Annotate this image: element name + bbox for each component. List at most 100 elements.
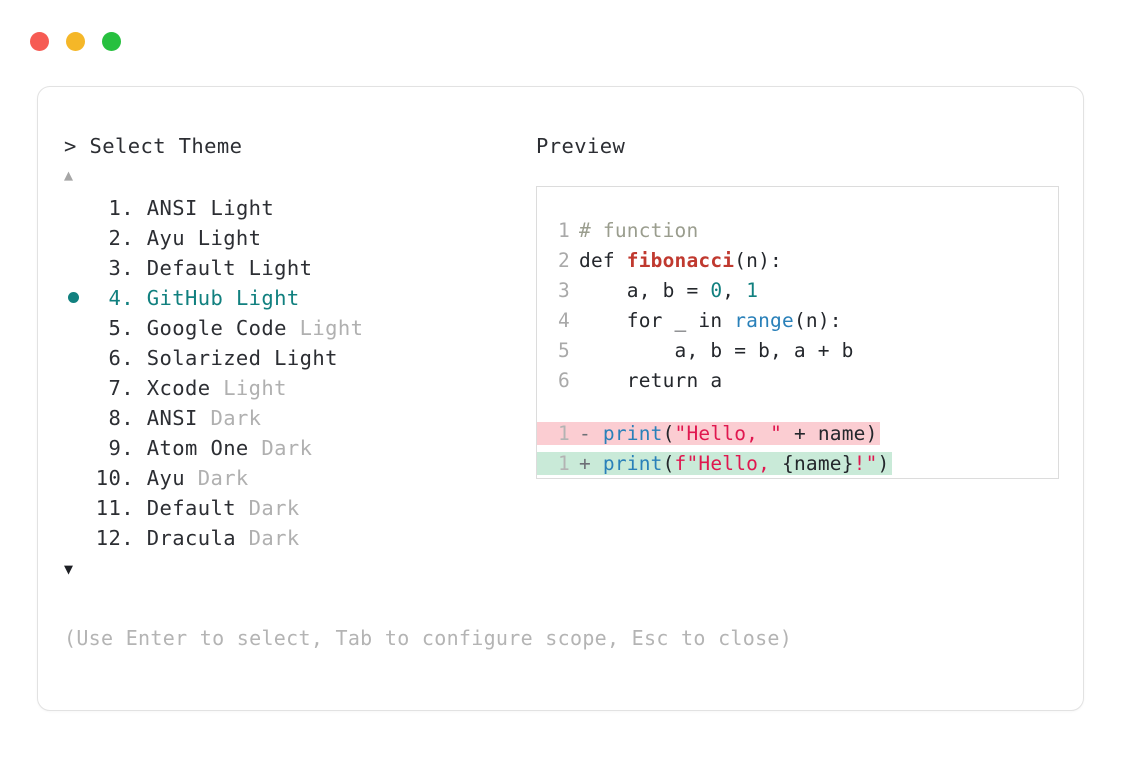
theme-list-item[interactable]: 10. Ayu Dark (64, 466, 534, 496)
diff-block: 1- print("Hello, " + name)1+ print(f"Hel… (537, 422, 1058, 478)
diff-line-del: 1- print("Hello, " + name) (537, 422, 1058, 452)
code-token: !" (853, 452, 878, 475)
diff-line-number: 1 (537, 452, 579, 475)
theme-item-number: 3. (108, 256, 134, 280)
scroll-down-arrow-icon[interactable]: ▼ (64, 560, 74, 578)
theme-list-item[interactable]: 9. Atom One Dark (64, 436, 534, 466)
code-token: for _ in (579, 309, 735, 332)
code-line: 3 a, b = 0, 1 (537, 279, 1058, 309)
theme-item-name: Solarized (134, 346, 262, 370)
code-line-number: 6 (558, 369, 570, 392)
theme-item-number: 10. (95, 466, 134, 490)
keyboard-hint: (Use Enter to select, Tab to configure s… (64, 626, 793, 650)
theme-item-name: Default (134, 496, 236, 520)
code-token: ) (877, 452, 890, 475)
code-token: range (734, 309, 794, 332)
code-line: 4 for _ in range(n): (537, 309, 1058, 339)
code-line-text: a, b = b, a + b (579, 339, 854, 362)
code-token: def (579, 249, 627, 272)
theme-item-number: 4. (108, 286, 134, 310)
diff-line-text: + print(f"Hello, {name}!") (579, 452, 892, 475)
code-token: print (602, 452, 663, 475)
code-line-text: def fibonacci(n): (579, 249, 782, 272)
diff-sign: - (579, 422, 603, 445)
theme-item-variant: Dark (248, 436, 313, 460)
theme-item-name: Ayu (134, 466, 185, 490)
diff-sign: + (579, 452, 603, 475)
code-token: a, b = b, a + b (579, 339, 854, 362)
code-token: 1 (746, 279, 759, 302)
theme-item-name: Google Code (134, 316, 287, 340)
theme-item-name: ANSI (134, 406, 198, 430)
code-token: (n): (734, 249, 782, 272)
theme-list-item[interactable]: 2. Ayu Light (64, 226, 534, 256)
theme-list-item[interactable]: 4. GitHub Light (64, 286, 534, 316)
code-line-number: 2 (558, 249, 570, 272)
code-line: 5 a, b = b, a + b (537, 339, 1058, 369)
theme-list-item[interactable]: 7. Xcode Light (64, 376, 534, 406)
theme-list-item[interactable]: 8. ANSI Dark (64, 406, 534, 436)
code-token: ( (662, 422, 675, 445)
diff-line-text: - print("Hello, " + name) (579, 422, 880, 445)
theme-list-item[interactable]: 3. Default Light (64, 256, 534, 286)
theme-list-item[interactable]: 1. ANSI Light (64, 196, 534, 226)
theme-item-variant: Dark (197, 406, 262, 430)
theme-item-name: Default (134, 256, 236, 280)
code-line-number: 5 (558, 339, 570, 362)
theme-item-variant: Dark (235, 526, 300, 550)
code-token: ( (662, 452, 675, 475)
code-token: f"Hello, (674, 452, 783, 475)
code-line: 1 # function (537, 219, 1058, 249)
theme-item-variant: Light (286, 316, 364, 340)
theme-item-variant: Dark (235, 496, 300, 520)
theme-item-name: GitHub (134, 286, 224, 310)
code-line: 2 def fibonacci(n): (537, 249, 1058, 279)
theme-item-name: Xcode (134, 376, 211, 400)
theme-list-item[interactable]: 5. Google Code Light (64, 316, 534, 346)
theme-item-number: 6. (108, 346, 134, 370)
theme-item-name: ANSI (134, 196, 198, 220)
theme-item-number: 2. (108, 226, 134, 250)
code-token: print (602, 422, 663, 445)
code-line-number: 4 (558, 309, 570, 332)
theme-item-name: Dracula (134, 526, 236, 550)
theme-item-variant: Light (223, 286, 300, 310)
code-token: fibonacci (626, 249, 735, 272)
window-minimize-button[interactable] (66, 32, 85, 51)
code-line-text: a, b = 0, 1 (579, 279, 758, 302)
theme-item-number: 5. (108, 316, 134, 340)
code-line-text: for _ in range(n): (579, 309, 842, 332)
theme-item-variant: Light (235, 256, 313, 280)
window-titlebar (30, 32, 121, 51)
theme-item-number: 9. (108, 436, 134, 460)
code-token: a, b = (579, 279, 711, 302)
theme-item-number: 12. (95, 526, 134, 550)
code-line-number: 1 (558, 219, 570, 242)
theme-item-number: 8. (108, 406, 134, 430)
theme-item-name: Ayu (134, 226, 185, 250)
theme-item-number: 1. (108, 196, 134, 220)
code-block: 1 # function 2 def fibonacci(n): 3 a, b = 0,… (537, 219, 1058, 399)
theme-list-item[interactable]: 12. Dracula Dark (64, 526, 534, 556)
code-line-text: # function (579, 219, 698, 242)
select-theme-prompt: > Select Theme (64, 134, 243, 158)
code-token: return a (579, 369, 723, 392)
code-token: {name} (782, 452, 854, 475)
theme-item-number: 11. (95, 496, 134, 520)
code-token: "Hello, " (674, 422, 783, 445)
code-line-text: return a (579, 369, 722, 392)
theme-item-name: Atom One (134, 436, 249, 460)
scroll-up-arrow-icon[interactable]: ▲ (64, 166, 74, 184)
window-maximize-button[interactable] (102, 32, 121, 51)
code-token: + name) (782, 422, 878, 445)
theme-item-variant: Light (261, 346, 338, 370)
window-close-button[interactable] (30, 32, 49, 51)
code-token: , (722, 279, 747, 302)
theme-item-variant: Light (197, 196, 275, 220)
theme-item-variant: Light (184, 226, 262, 250)
theme-list-item[interactable]: 11. Default Dark (64, 496, 534, 526)
theme-item-number: 7. (108, 376, 134, 400)
theme-list-item[interactable]: 6. Solarized Light (64, 346, 534, 376)
